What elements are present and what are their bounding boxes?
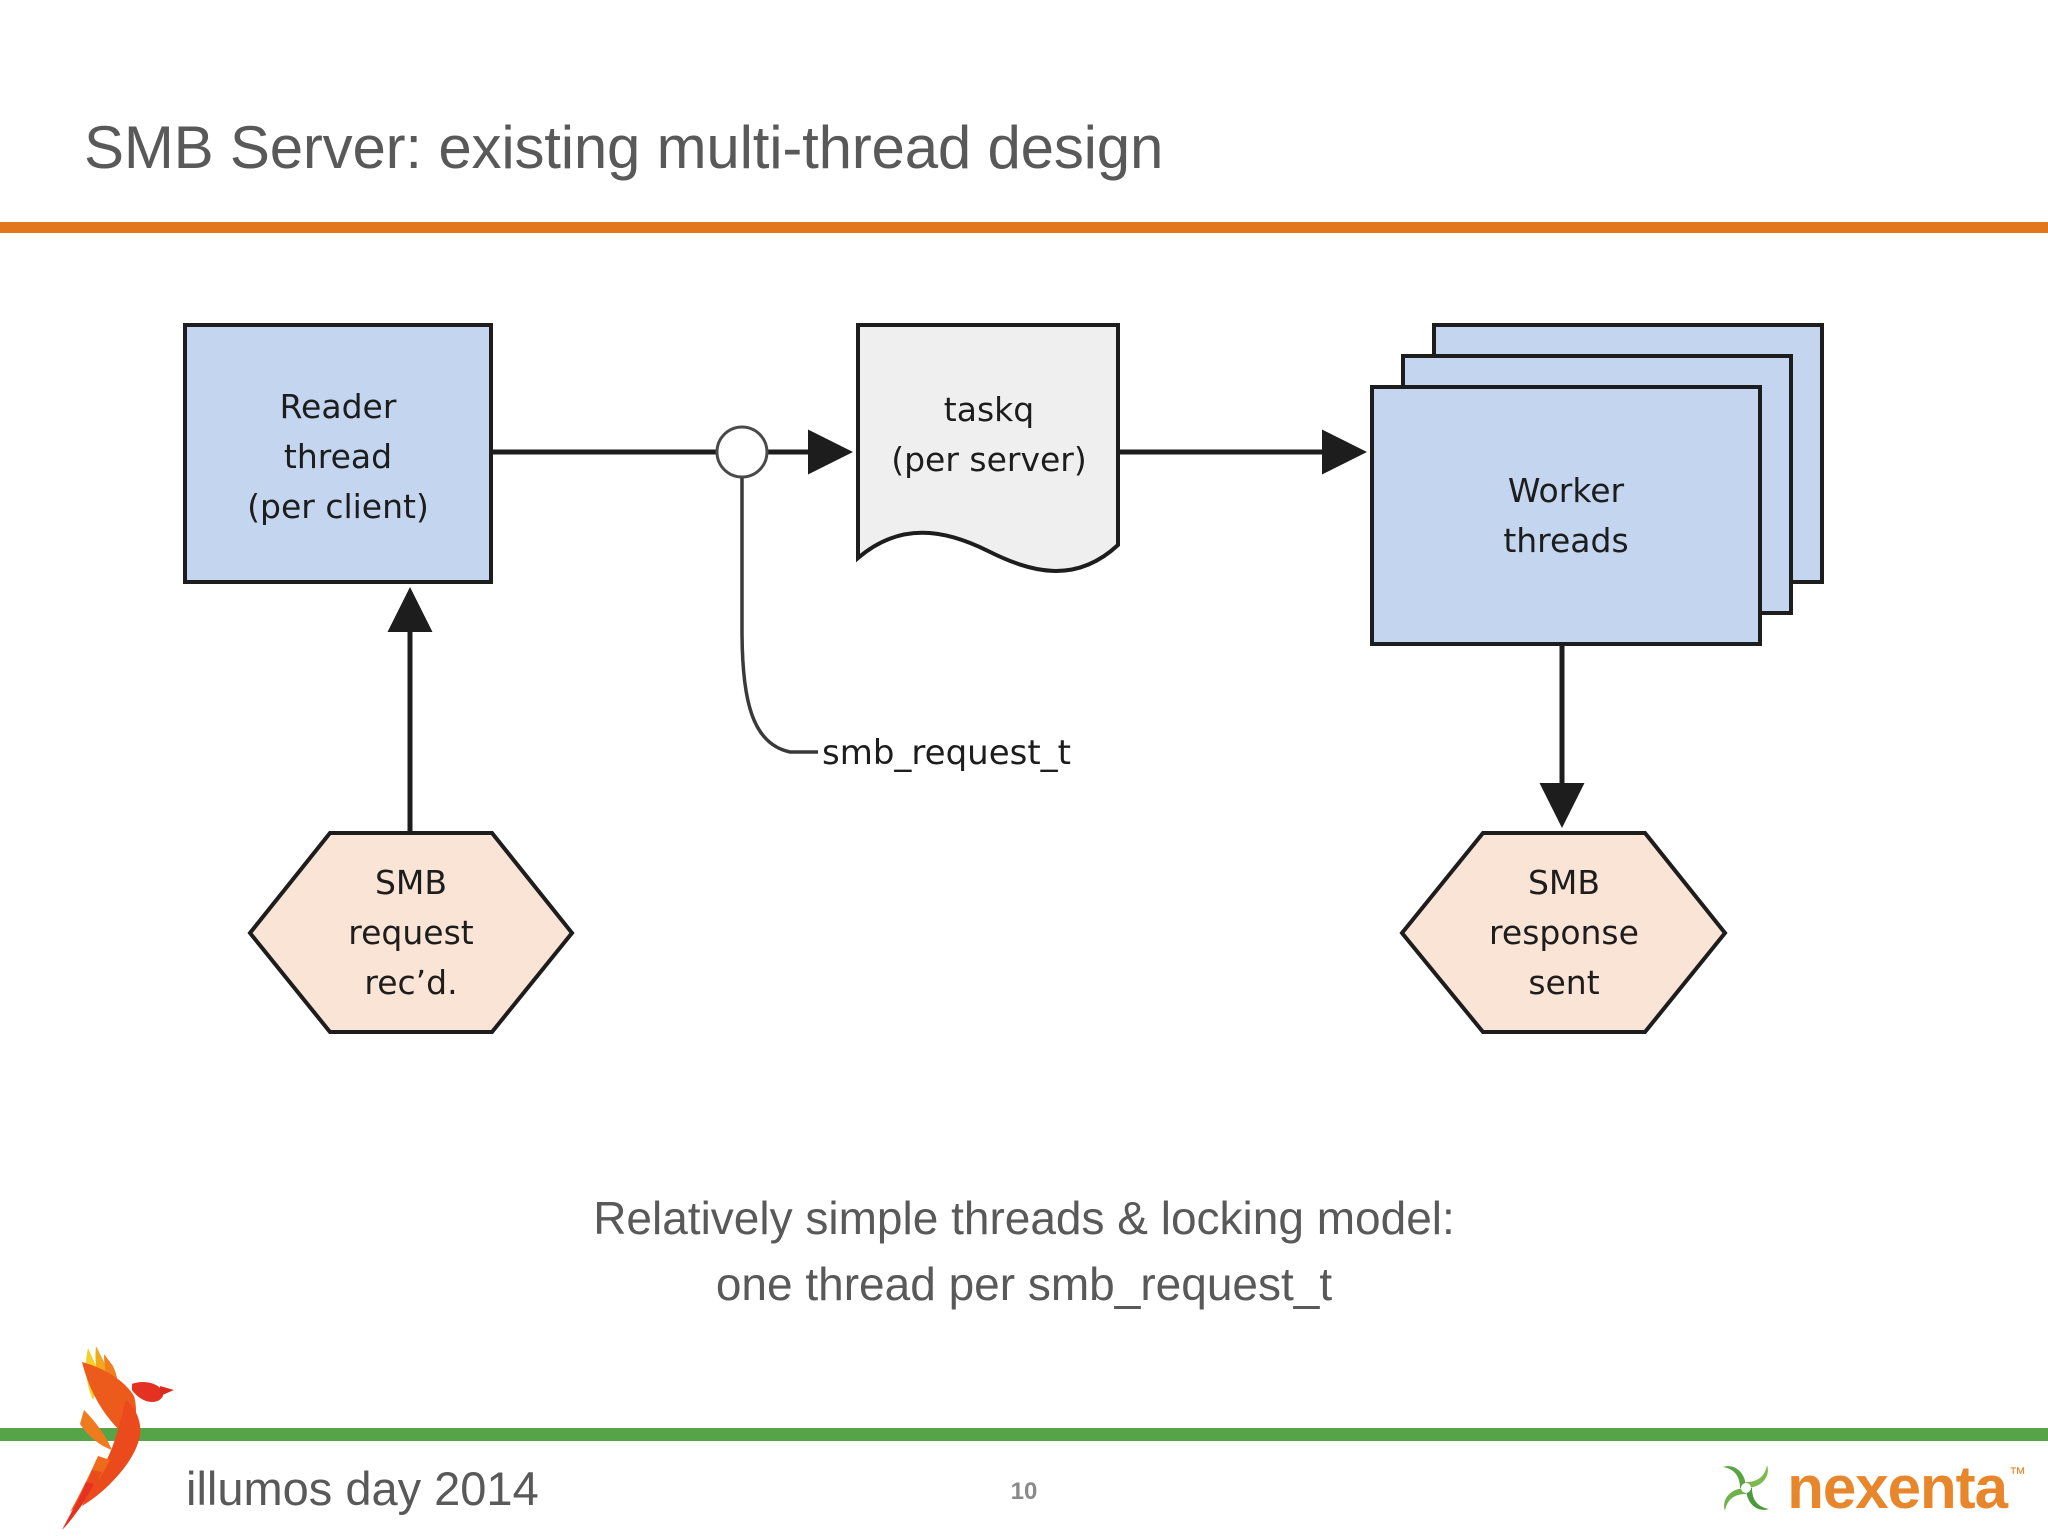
node-taskq	[856, 323, 1120, 573]
connector-circle-smb-request-t	[715, 425, 769, 479]
node-worker-threads-front	[1370, 385, 1762, 646]
illumos-phoenix-logo-icon	[62, 1346, 174, 1530]
page-title: SMB Server: existing multi-thread design	[84, 114, 1164, 181]
node-reader-thread	[183, 323, 493, 584]
annotation-label-smb-request-t: smb_request_t	[822, 733, 1071, 773]
nexenta-pinwheel-icon	[1723, 1465, 1770, 1511]
node-smb-request-received	[247, 831, 575, 1034]
footer-divider-rule	[0, 1428, 2048, 1441]
title-divider-rule	[0, 222, 2048, 233]
slide-caption: Relatively simple threads & locking mode…	[593, 1192, 1455, 1310]
callout-leader-smb-request-t	[740, 478, 818, 754]
page-number: 10	[1010, 1478, 1038, 1505]
nexenta-logo: nexenta ™	[1713, 1452, 2026, 1524]
nexenta-trademark-symbol: ™	[2009, 1464, 2026, 1483]
node-smb-response-sent	[1399, 831, 1728, 1034]
nexenta-wordmark: nexenta	[1787, 1454, 2008, 1521]
footer-brand-label: illumos day 2014	[186, 1462, 539, 1515]
